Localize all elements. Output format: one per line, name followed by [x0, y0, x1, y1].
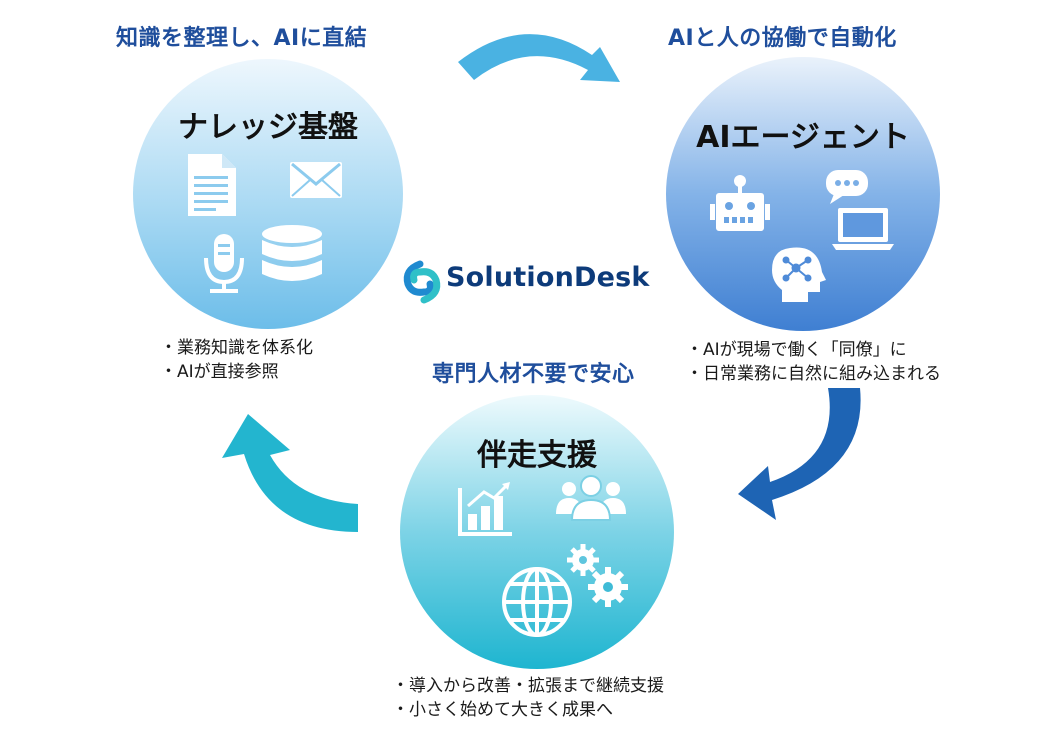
knowledge-bullets: 業務知識を体系化 AIが直接参照	[160, 336, 313, 384]
logo-text: SolutionDesk	[446, 262, 650, 293]
knowledge-circle	[133, 59, 403, 329]
mail-icon	[290, 162, 342, 198]
ai-head-icon	[772, 247, 826, 302]
laptop-icon	[832, 208, 894, 250]
agent-circle	[666, 57, 940, 331]
microphone-icon	[204, 234, 244, 293]
robot-icon	[710, 175, 770, 231]
support-bullet: 導入から改善・拡張まで継続支援	[392, 674, 664, 698]
arrow-right	[738, 388, 861, 520]
agent-bullet: 日常業務に自然に組み込まれる	[686, 362, 941, 386]
agent-bullets: AIが現場で働く「同僚」に 日常業務に自然に組み込まれる	[686, 338, 941, 386]
chat-bubble-icon	[826, 170, 868, 204]
agent-bullet: AIが現場で働く「同僚」に	[686, 338, 941, 362]
document-icon	[188, 154, 236, 216]
logo-mark	[403, 260, 441, 304]
support-title: 伴走支援	[477, 438, 597, 473]
agent-title: AIエージェント	[696, 120, 910, 155]
arrow-top	[458, 34, 620, 82]
knowledge-bullet: AIが直接参照	[160, 360, 313, 384]
heading-knowledge: 知識を整理し、AIに直結	[116, 26, 368, 51]
globe-icon	[502, 567, 572, 637]
knowledge-title: ナレッジ基盤	[178, 110, 358, 145]
heading-support: 専門人材不要で安心	[432, 362, 635, 387]
growth-chart-icon	[458, 482, 512, 536]
arrow-left	[222, 414, 358, 532]
knowledge-bullet: 業務知識を体系化	[160, 336, 313, 360]
support-bullets: 導入から改善・拡張まで継続支援 小さく始めて大きく成果へ	[392, 674, 664, 722]
team-icon	[556, 475, 626, 521]
gears-icon	[567, 544, 628, 607]
heading-agent: AIと人の協働で自動化	[668, 26, 897, 51]
support-bullet: 小さく始めて大きく成果へ	[392, 698, 664, 722]
database-icon	[262, 225, 322, 281]
